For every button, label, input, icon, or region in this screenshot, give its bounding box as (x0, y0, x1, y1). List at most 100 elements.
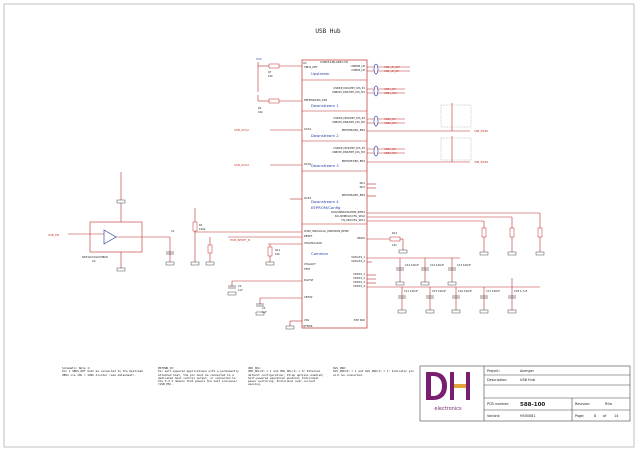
net-up-dp: USB_UP_DP (384, 69, 399, 73)
c-cr-ref: C3 (262, 306, 266, 310)
net-pwr2: USB_PWR2 (474, 129, 489, 133)
pin-hs-ind: HS_IND/CFG_SEL1 (342, 218, 366, 222)
net-dn2-dm: USB2_DM (384, 121, 397, 125)
pin-suspend: SUSP_IND/LOCAL_PWR/NON_REM0 (304, 229, 349, 233)
pin-scl: SCL/SMBCLK/CFG_SEL0 (335, 214, 366, 218)
tb-pcb-value: 588-100 (520, 402, 545, 408)
tb-revision-value: R0a (605, 402, 612, 406)
note-1-title: Schematic Note 1: (62, 367, 91, 370)
pin-prtpwr1: PRTPWR1/BC_EN1 (304, 98, 328, 102)
pin-epad: EXP PAD (354, 318, 365, 322)
r-vbus-ref: R7 (268, 70, 272, 74)
pin-usbdm-up: USBDM_UP (351, 64, 366, 68)
pin-vdda33-2: VDDA33_2 (351, 259, 365, 263)
left-wiring: 5V0 R7 10k R2 10k USB_OCS2 USB_OCS3 HUB_… (195, 57, 302, 330)
net-dn1-dm: USB1_DM (384, 91, 397, 95)
cap-bot-4: C17 100nF (486, 289, 501, 293)
cap-top-3: C13 100nF (457, 263, 472, 267)
section-downstream-2: Downstream 2 (311, 133, 339, 138)
tb-page-total: 14 (614, 414, 618, 418)
title-block: electronics Project: Avenger Description… (419, 365, 631, 422)
c-cr-val: 1uF (262, 310, 267, 314)
pin-prtpwr3: PRTPWR3/BC_EN3 (342, 159, 366, 163)
net-pwr3: USB_PWR3 (474, 160, 489, 164)
tb-pcb-label: PCB number: (487, 402, 509, 406)
pin-usbdp-up: USBDP_UP (351, 68, 365, 72)
pin-vdda33-1: VDDA33_1 (351, 255, 365, 259)
section-downstream-4: Downstream 4 (311, 199, 339, 204)
note-2-title: PRTPWR_OC: (158, 367, 175, 370)
pin-ocs2: OCS2 (304, 162, 311, 166)
cap-top-1: C14 100nF (405, 263, 420, 267)
pin-dn3-dp: USBDP_DN3/PRT_DIS_P3 (333, 146, 365, 150)
pin-ocs1: OCS1 (304, 127, 311, 131)
tb-page-of: of (603, 414, 607, 418)
r-led-val: 100k (199, 227, 206, 231)
tb-page-value: 8 (594, 414, 596, 418)
pin-dn2-dp: USBDP_DN2/PRT_DIS_P2 (333, 116, 365, 120)
tb-description-value: USB Hub (520, 378, 535, 382)
pin-dn2-dm: USBDM_DN2/PRT_DIS_M2 (332, 120, 365, 124)
note-3-title: VDD_SEL: (248, 367, 262, 370)
pin-xtalin: XTALIN/CLKIN (304, 241, 322, 245)
r-reset-val: 10k (275, 252, 280, 256)
pin-dn1-dm: USBDM_DN1/PRT_DIS_M1 (332, 90, 365, 94)
pin-ocs3: OCS3 (304, 196, 311, 200)
net-up-dm: USB_UP_DM (384, 65, 400, 69)
net-vbus-5v: 5V0 (256, 57, 262, 61)
pin-vdd33-2: VDD33_2 (353, 276, 365, 280)
u-buffer-part: SN74LVC1G07DBVR (82, 255, 108, 259)
pin-xtalout: XTALOUT (304, 262, 316, 266)
r-led-ref: R1 (199, 223, 203, 227)
note-4-body: SUS_IND(0) = 1 and SUS_IND(1) = 1: Indic… (333, 369, 414, 377)
pin-vbus-det: VBUS_DET (304, 65, 318, 69)
note-3-body: VDD_SEL(0) = 1 and VDD_SEL(1) = 0: Exter… (248, 369, 324, 387)
pin-rbias: RBIAS (357, 236, 365, 240)
cap-top-2: C12 100nF (430, 263, 445, 267)
net-dn1-dp: USB1_DP (384, 87, 396, 91)
cap-bot-2: C15 100nF (432, 289, 447, 293)
notes: Schematic Note 1: Pin 1 VBUS_DET must be… (62, 367, 414, 387)
ic-ref: U1 (303, 61, 307, 65)
section-downstream-3: Downstream 3 (311, 163, 339, 168)
pin-test: TEST (304, 267, 311, 271)
section-upstream: Upstream (311, 71, 330, 76)
cap-bot-5: C18 4.7uF (514, 289, 528, 293)
pin-reset: RESET (304, 234, 313, 238)
pin-vss: VSS (304, 318, 309, 322)
tb-description-label: Description: (487, 378, 507, 382)
net-reset: HUB_RESET_N (230, 238, 250, 242)
company-logo: electronics (426, 372, 470, 412)
strap-resistors: R12 12k (367, 212, 545, 256)
r-rbias-ref: R12 (392, 231, 397, 235)
note-2-body: For self-powered applications with a per… (158, 369, 239, 387)
c-pll-ref: C2 (238, 284, 242, 288)
decoupling-caps: C14 100nF C12 100nF C13 100nF C11 100nF … (367, 257, 540, 314)
tb-revision-label: Revision: (575, 402, 590, 406)
tb-page-label: Page: (575, 414, 584, 418)
cap-bot-3: C16 100nF (458, 289, 473, 293)
r-rbias-val: 12k (392, 243, 397, 247)
right-usb-lines: USB_UP_DM USB_UP_DP USB1_DP USB1_DM USB2… (367, 63, 489, 197)
pin-vdd33-4: VDD33_4 (353, 284, 365, 288)
net-dn3-dm: USB3_DM (384, 151, 397, 155)
hub-ic: USB2514B-AEZC-TR QFN36 U1 Upstream Downs… (301, 59, 368, 329)
reset-buffer: USB_EN SN74LVC1G07DBVR U2 C1 R1 100k (48, 172, 215, 272)
ic-footprint: QFN36 (303, 324, 313, 328)
ic-part: USB2514B-AEZC-TR (320, 60, 348, 64)
c-pll-val: 1uF (238, 288, 243, 292)
section-downstream-1: Downstream 1 (311, 103, 339, 108)
r-pwr1-ref: R2 (258, 106, 262, 110)
section-eeprom: EEPROM/Config (311, 205, 341, 210)
pin-nc2: NC2 (360, 185, 366, 189)
note-4-title: SUS_IND: (333, 367, 347, 370)
section-common: Common (311, 251, 329, 256)
pin-vdd33-1: VDD33_1 (353, 272, 365, 276)
tb-project-value: Avenger (520, 369, 535, 373)
tb-variant-label: Variant: (487, 414, 500, 418)
pin-dn3-dm: USBDM_DN3/PRT_DIS_M3 (332, 150, 365, 154)
pin-pllfilt: PLLFILT (304, 278, 314, 282)
r-vbus-val: 10k (268, 74, 273, 78)
r-reset-ref: R11 (275, 248, 280, 252)
